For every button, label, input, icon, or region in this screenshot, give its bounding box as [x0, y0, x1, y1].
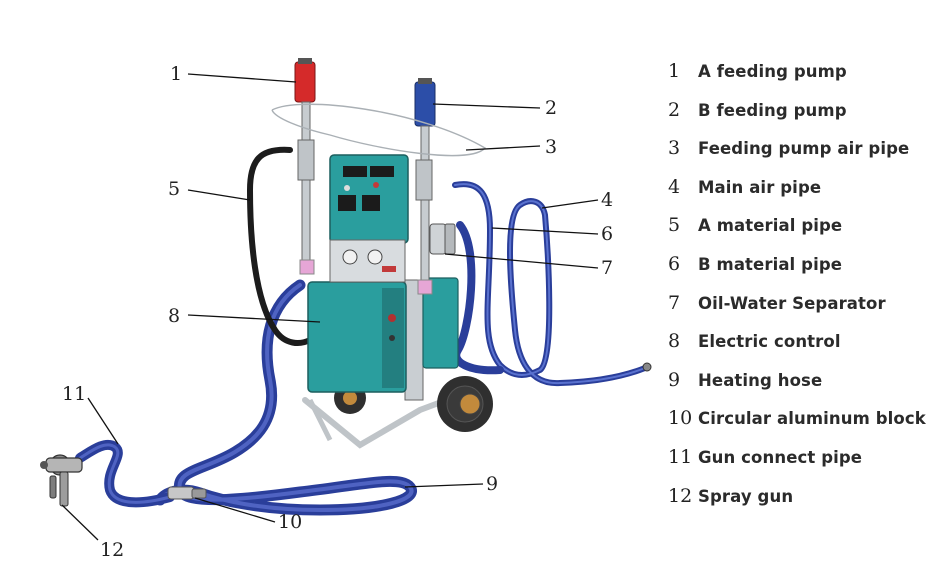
legend-number: 9 [668, 368, 681, 391]
legend-item: 6 B material pipe [668, 253, 926, 292]
legend-item: 9 Heating hose [668, 369, 926, 408]
b-material-pipe [452, 221, 504, 375]
callout-12: 12 [100, 539, 124, 561]
callout-8: 8 [168, 305, 180, 327]
legend-label: Electric control [698, 332, 841, 352]
legend-label: Main air pipe [698, 177, 822, 197]
heating-hose [154, 279, 418, 516]
legend-number: 2 [668, 98, 681, 121]
main-air-pipe [452, 181, 652, 387]
callout-7: 7 [601, 257, 613, 279]
legend-label: Feeding pump air pipe [698, 139, 910, 159]
legend-label: Heating hose [698, 370, 823, 390]
legend-label: A feeding pump [698, 62, 847, 81]
callout-numbers: 1 2 3 4 5 6 7 8 9 10 11 12 [62, 63, 613, 561]
legend-number: 12 [668, 484, 693, 507]
legend-number: 7 [668, 291, 681, 314]
legend-item: 2 B feeding pump [668, 99, 926, 138]
a-material-pipe [246, 146, 313, 346]
legend-label: A material pipe [698, 216, 843, 236]
legend-item: 8 Electric control [668, 330, 926, 369]
legend-item: 4 Main air pipe [668, 176, 926, 215]
legend-number: 4 [668, 175, 681, 198]
callout-11: 11 [62, 383, 86, 405]
legend-label: B material pipe [698, 254, 843, 274]
feeding-pump-air-pipe [271, 103, 487, 157]
legend-number: 6 [668, 252, 681, 275]
legend-item: 1 A feeding pump [668, 60, 926, 99]
legend-item: 3 Feeding pump air pipe [668, 137, 926, 176]
callout-6: 6 [601, 223, 613, 245]
machine-frame-icon [302, 154, 493, 449]
legend-label: B feeding pump [698, 100, 847, 120]
callout-2: 2 [545, 97, 557, 119]
spray-gun-icon [40, 454, 83, 507]
legend-item: 7 Oil-Water Separator [668, 292, 926, 331]
parts-legend: 1 A feeding pump 2 B feeding pump 3 Feeding… [668, 60, 926, 523]
legend-item: 5 A material pipe [668, 214, 926, 253]
legend-number: 10 [668, 407, 693, 430]
legend-number: 11 [668, 445, 693, 468]
callout-3: 3 [545, 136, 557, 158]
callout-5: 5 [168, 178, 180, 200]
callout-10: 10 [278, 511, 302, 533]
pump-a [294, 58, 316, 275]
legend-number: 1 [668, 60, 681, 82]
legend-label: Gun connect pipe [698, 447, 863, 467]
circular-aluminum-block [167, 486, 207, 500]
pump-b [414, 78, 436, 295]
legend-number: 8 [668, 330, 681, 353]
legend-number: 5 [668, 214, 681, 237]
leader-lines [61, 73, 599, 541]
callout-1: 1 [170, 63, 182, 85]
callout-4: 4 [601, 189, 613, 211]
legend-label: Oil-Water Separator [698, 293, 886, 313]
gun-connect-pipe [75, 439, 175, 508]
callout-9: 9 [486, 473, 498, 495]
legend-number: 3 [668, 137, 681, 160]
legend-label: Circular aluminum block [698, 409, 926, 429]
legend-label: Spray gun [698, 486, 794, 506]
